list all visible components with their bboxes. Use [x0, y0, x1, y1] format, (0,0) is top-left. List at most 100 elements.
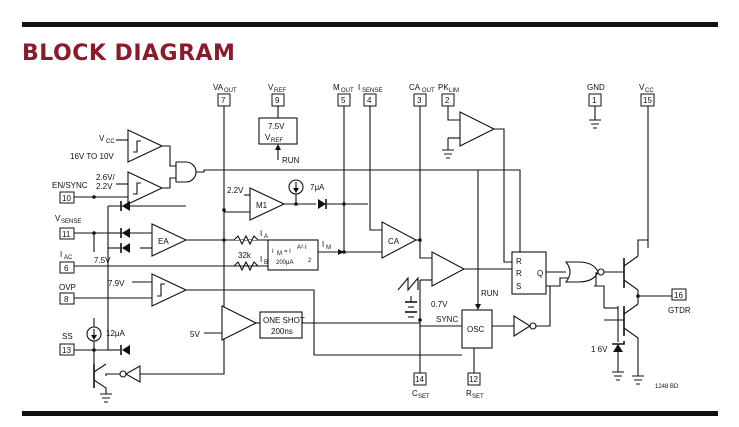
- pin-iac: I AC 6: [59, 250, 75, 274]
- pin-ss-num: 13: [62, 346, 71, 355]
- vref-box-sub: REF: [271, 138, 283, 144]
- multiplier-block: I M = I A²·I 200μA 2: [74, 239, 344, 271]
- pin-vsense-name: V: [55, 214, 61, 223]
- im-sub: M: [326, 245, 331, 251]
- mult-denominator: 200μA: [276, 260, 293, 266]
- i7ua-source: 7μA: [288, 179, 325, 204]
- pin-gnd: GND 1: [587, 83, 605, 107]
- vref-box-name: V: [265, 133, 271, 142]
- pwm-comparator: [397, 251, 512, 373]
- pin-vaout-num: 7: [221, 96, 226, 105]
- resistor-ib: 32k I B: [233, 251, 268, 272]
- ia-sub: A: [264, 234, 268, 240]
- ib-sub: B: [264, 260, 268, 266]
- pin-ss: SS 13: [59, 332, 75, 356]
- pin-cset-num: 14: [415, 375, 424, 384]
- pin-gnd-name: GND: [587, 83, 605, 92]
- v79-label: 7.9V: [108, 279, 125, 288]
- vcc-left-label: V: [99, 134, 105, 143]
- pin-isense: I SENSE 4: [358, 83, 382, 107]
- battery-07v: 0.7V: [405, 296, 448, 318]
- latch-q: Q: [537, 269, 543, 278]
- pin-mout-num: 5: [341, 96, 346, 105]
- r32k-label: 32k: [238, 251, 252, 260]
- pin-caout-sub: OUT: [422, 88, 435, 94]
- pin-vref: V REF 9: [268, 83, 286, 107]
- pin-ovp-num: 8: [64, 295, 69, 304]
- pin-rset-sub: SET: [472, 394, 484, 400]
- latch-r1: R: [516, 257, 522, 266]
- pin-rset-num: 12: [469, 375, 478, 384]
- resistor-ia: I A: [233, 229, 268, 246]
- ia-label: I: [260, 229, 262, 238]
- i12ua-label: 12μA: [106, 329, 126, 338]
- zener-voltage-label: 1 6V: [591, 345, 608, 354]
- five-volt-comparator: 5V: [140, 305, 260, 375]
- pin-mout: M OUT 5: [333, 83, 354, 107]
- rs-latch: R R S Q: [511, 251, 566, 295]
- latch-s: S: [516, 282, 521, 291]
- en-thresh-b: 2.2V: [96, 182, 113, 191]
- pin-caout-num: 3: [417, 96, 422, 105]
- mult-formula-rhs: = I: [284, 249, 291, 255]
- pin-vcc: V CC 15: [639, 83, 655, 107]
- pin-mout-name: M: [333, 83, 340, 92]
- pin-gtdr-name: GTDR: [668, 306, 691, 315]
- isense-wire: [369, 106, 382, 231]
- m1-amp: M1 2.2V: [224, 186, 368, 221]
- pin-ovp-name: OVP: [59, 283, 76, 292]
- pin-en-sync-num: 10: [62, 194, 71, 203]
- pin-vaout-sub: OUT: [224, 88, 237, 94]
- pin-ss-name: SS: [62, 332, 73, 341]
- pin-vsense: V SENSE 11: [55, 214, 81, 240]
- run-label: RUN: [282, 156, 300, 165]
- pin-pklim-name: PK: [438, 83, 449, 92]
- gnd-symbol: [589, 106, 601, 129]
- pin-iac-sub: AC: [64, 255, 73, 261]
- pin-isense-name: I: [358, 83, 360, 92]
- pin-caout: CA OUT 3: [409, 83, 435, 107]
- pin-vsense-num: 11: [62, 230, 71, 239]
- ss-circuit: 12μA: [74, 318, 141, 403]
- osc-label: OSC: [467, 325, 485, 334]
- pin-rset: 12 R SET: [466, 372, 484, 400]
- pin-iac-name: I: [60, 250, 62, 259]
- pin-rset-name: R: [466, 389, 472, 398]
- one-shot-time: 200ns: [271, 327, 293, 336]
- sync-label: SYNC: [436, 315, 458, 324]
- uvlo-range-label: 16V TO 10V: [70, 152, 114, 161]
- diagram-title: BLOCK DIAGRAM: [22, 41, 235, 66]
- pin-vref-sub: REF: [274, 88, 286, 94]
- pin-cset-sub: SET: [418, 394, 430, 400]
- run2-label: RUN: [481, 289, 499, 298]
- pin-vaout: VA OUT 7: [213, 83, 237, 107]
- pin-vcc-sub: CC: [645, 88, 654, 94]
- ca-amp: CA: [342, 106, 432, 259]
- pin-cset: 14 C SET: [412, 372, 430, 400]
- latch-r2: R: [516, 269, 522, 278]
- pin-vsense-sub: SENSE: [61, 219, 81, 225]
- pin-vref-num: 9: [275, 96, 280, 105]
- pin-caout-name: CA: [409, 83, 421, 92]
- pin-isense-num: 4: [367, 96, 372, 105]
- bottom-rule: [22, 411, 718, 416]
- v5-label: 5V: [190, 330, 200, 339]
- v22-label: 2.2V: [227, 186, 244, 195]
- svg-text:A²·I: A²·I: [297, 245, 307, 251]
- en-thresh-a: 2.6V/: [96, 173, 115, 182]
- svg-text:2: 2: [308, 258, 312, 264]
- pin-vcc-num: 15: [643, 96, 652, 105]
- pin-mout-sub: OUT: [341, 88, 354, 94]
- pin-vcc-name: V: [639, 83, 645, 92]
- ea-amp: EA 7.5V: [74, 223, 224, 265]
- pklim-comparator: [442, 106, 512, 263]
- v75-label: 7.5V: [94, 256, 111, 265]
- top-rule: [22, 22, 718, 27]
- pin-gtdr: 16 GTDR: [668, 288, 691, 315]
- en-comparator: 2.6V/ 2.2V: [74, 171, 164, 205]
- i7ua-label: 7μA: [310, 183, 325, 192]
- pin-iac-num: 6: [64, 264, 69, 273]
- pin-vref-name: V: [268, 83, 274, 92]
